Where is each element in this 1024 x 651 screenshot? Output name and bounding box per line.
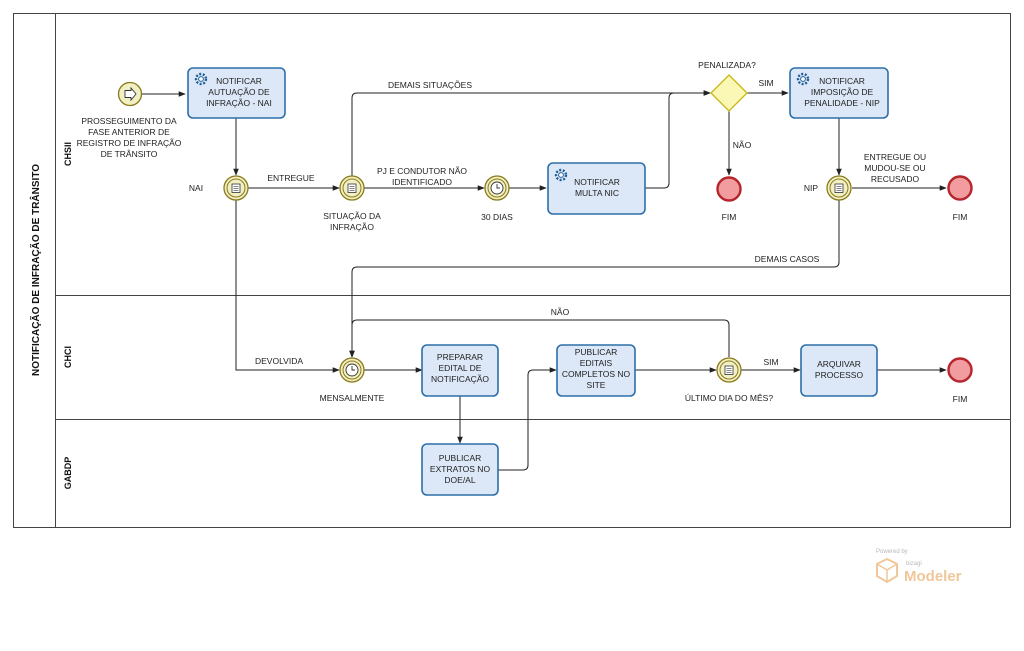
start-event-label-3: REGISTRO DE INFRAÇÃO (77, 138, 182, 148)
event-nai-label: NAI (189, 183, 203, 193)
end-event-fim-gateway[interactable] (716, 176, 742, 202)
task-label: PUBLICAR (439, 453, 482, 463)
flow-nic-to-gateway (645, 90, 711, 189)
event-situacao-label-1: SITUAÇÃO DA (323, 211, 381, 221)
event-nip-label: NIP (804, 183, 819, 193)
gateway-penalizada[interactable] (710, 74, 748, 112)
flow-demais-situacoes (351, 90, 711, 176)
start-event[interactable] (117, 81, 143, 107)
end-event-label: FIM (953, 394, 968, 404)
gear-icon (194, 72, 208, 86)
flow-label-entregue-mudou-1: ENTREGUE OU (864, 152, 926, 162)
event-30-dias[interactable] (484, 175, 510, 201)
gateway-label: PENALIZADA? (698, 60, 756, 70)
flow-demais-casos (349, 200, 840, 358)
conditional-icon (231, 183, 241, 193)
task-label: EDITAIS (580, 358, 613, 368)
clock-icon (490, 181, 504, 195)
clock-icon (345, 363, 359, 377)
bizagi-watermark: Powered by bizagi Modeler (876, 549, 962, 585)
event-nai[interactable] (223, 175, 249, 201)
event-30-dias-label: 30 DIAS (481, 212, 513, 222)
task-publicar-editais[interactable]: PUBLICAR EDITAIS COMPLETOS NO SITE (556, 344, 636, 397)
task-label: PENALIDADE - NIP (804, 98, 880, 108)
task-label: INFRAÇÃO - NAI (206, 98, 272, 108)
lane-title-chsii: CHSII (63, 142, 73, 166)
start-event-label-4: DE TRÂNSITO (101, 149, 158, 159)
task-label: SITE (587, 380, 606, 390)
watermark-vendor: bizagi (906, 561, 922, 567)
flow-label-entregue: ENTREGUE (267, 173, 315, 183)
task-label: EDITAL DE (439, 363, 482, 373)
flow-label-nao-ultimo-dia: NÃO (551, 307, 570, 317)
end-event-fim-arquivar[interactable] (947, 357, 973, 383)
flow-label-pj-condutor-1: PJ E CONDUTOR NÃO (377, 166, 467, 176)
flow-label-entregue-mudou-2: MUDOU-SE OU (864, 163, 925, 173)
lane-dividers (55, 295, 1011, 420)
flow-label-demais-situacoes: DEMAIS SITUAÇÕES (388, 80, 472, 90)
gear-icon (554, 168, 568, 182)
task-label: NOTIFICAÇÃO (431, 374, 489, 384)
flow-ultimo-dia-nao (349, 319, 730, 358)
task-label: IMPOSIÇÃO DE (811, 87, 874, 97)
flow-label-sim-gateway: SIM (758, 78, 773, 88)
event-ultimo-dia-label: ÚLTIMO DIA DO MÊS? (685, 393, 773, 403)
task-label: PROCESSO (815, 370, 864, 380)
event-situacao-infracao[interactable] (339, 175, 365, 201)
flow-extratos-to-editais (498, 367, 557, 471)
task-label: PREPARAR (437, 352, 483, 362)
gear-icon (796, 72, 810, 86)
watermark-product: Modeler (904, 568, 962, 585)
task-label: MULTA NIC (575, 188, 619, 198)
task-notificar-nic[interactable]: NOTIFICAR MULTA NIC (547, 162, 646, 215)
end-event-label: FIM (953, 212, 968, 222)
task-label: AUTUAÇÃO DE (208, 87, 270, 97)
event-ultimo-dia-mes[interactable] (716, 357, 742, 383)
task-label: DOE/AL (444, 475, 475, 485)
message-arrow-icon (124, 86, 137, 102)
flow-label-nao-gateway: NÃO (733, 140, 752, 150)
flow-label-sim-ultimo-dia: SIM (763, 357, 778, 367)
pool-title: NOTIFICAÇÃO DE INFRAÇÃO DE TRÂNSITO (29, 164, 42, 376)
start-event-label-1: PROSSEGUIMENTO DA (81, 116, 177, 126)
conditional-icon (834, 183, 844, 193)
task-notificar-nip[interactable]: NOTIFICAR IMPOSIÇÃO DE PENALIDADE - NIP (789, 67, 889, 119)
task-notificar-nai[interactable]: NOTIFICAR AUTUAÇÃO DE INFRAÇÃO - NAI (187, 67, 286, 119)
watermark-powered-by: Powered by (876, 549, 908, 555)
end-event-fim-nip[interactable] (947, 175, 973, 201)
task-publicar-extratos[interactable]: PUBLICAR EXTRATOS NO DOE/AL (421, 443, 499, 496)
flow-devolvida (235, 200, 340, 373)
task-label: PUBLICAR (575, 347, 618, 357)
start-event-label-2: FASE ANTERIOR DE (88, 127, 170, 137)
bizagi-logo-icon (876, 557, 898, 584)
sequence-flows (142, 90, 947, 471)
task-label: NOTIFICAR (216, 76, 262, 86)
lane-title-chci: CHCI (63, 346, 73, 368)
task-label: NOTIFICAR (574, 177, 620, 187)
task-label: ARQUIVAR (817, 359, 861, 369)
flow-label-demais-casos: DEMAIS CASOS (755, 254, 820, 264)
task-preparar-edital[interactable]: PREPARAR EDITAL DE NOTIFICAÇÃO (421, 344, 499, 397)
flow-label-devolvida: DEVOLVIDA (255, 356, 303, 366)
event-nip[interactable] (826, 175, 852, 201)
task-label: EXTRATOS NO (430, 464, 491, 474)
task-label: COMPLETOS NO (562, 369, 631, 379)
task-arquivar-processo[interactable]: ARQUIVAR PROCESSO (800, 344, 878, 397)
event-mensalmente-label: MENSALMENTE (320, 393, 385, 403)
flow-label-entregue-mudou-3: RECUSADO (871, 174, 920, 184)
flow-label-pj-condutor-2: IDENTIFICADO (392, 177, 452, 187)
task-label: NOTIFICAR (819, 76, 865, 86)
lane-title-gabdp: GABDP (63, 457, 73, 490)
event-situacao-label-2: INFRAÇÃO (330, 222, 374, 232)
conditional-icon (724, 365, 734, 375)
end-event-label: FIM (722, 212, 737, 222)
conditional-icon (347, 183, 357, 193)
event-mensalmente[interactable] (339, 357, 365, 383)
